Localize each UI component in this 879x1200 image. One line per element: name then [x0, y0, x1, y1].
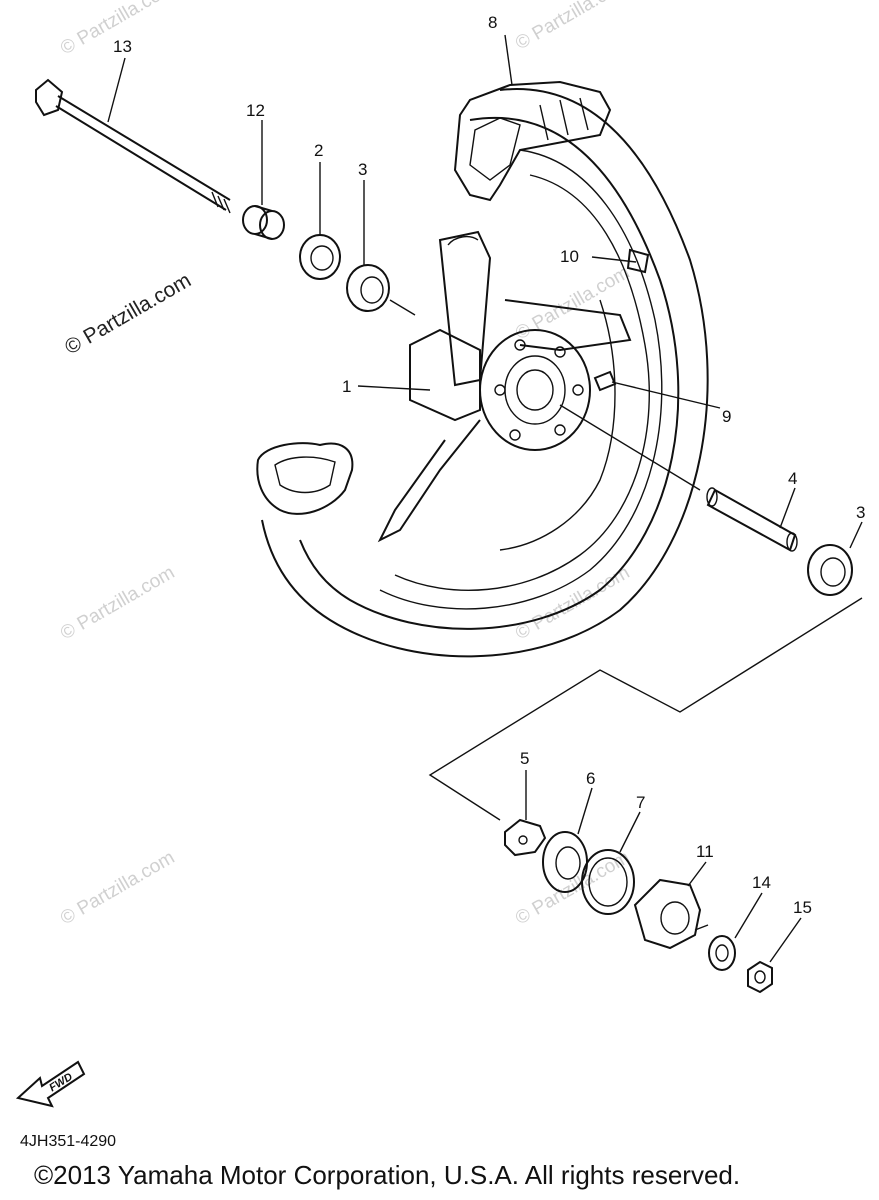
callout-numbers: 13 12 2 3 8 10 1 9 4 3 5 6 7 11 14 15	[113, 13, 865, 917]
nut	[747, 960, 773, 994]
oil-seal	[299, 234, 341, 280]
washer	[708, 935, 736, 971]
callout-13: 13	[113, 37, 132, 56]
copyright-notice: ©2013 Yamaha Motor Corporation, U.S.A. A…	[34, 1160, 741, 1190]
callout-9: 9	[722, 407, 731, 426]
o-ring	[581, 849, 635, 915]
callout-3-upper: 3	[358, 160, 367, 179]
watermark: © Partzilla.com	[512, 0, 633, 54]
spacer	[559, 404, 798, 552]
collar	[242, 205, 285, 240]
callout-14: 14	[752, 873, 771, 892]
leader-lines	[107, 34, 863, 963]
callout-7: 7	[636, 793, 645, 812]
callout-8: 8	[488, 13, 497, 32]
callout-12: 12	[246, 101, 265, 120]
callout-4: 4	[788, 469, 797, 488]
callout-2: 2	[314, 141, 323, 160]
watermarks: © Partzilla.com © Partzilla.com © Partzi…	[57, 0, 633, 929]
callout-1: 1	[342, 377, 351, 396]
watermark: © Partzilla.com	[61, 269, 195, 360]
callout-3-lower: 3	[856, 503, 865, 522]
callout-6: 6	[586, 769, 595, 788]
bearing-upper	[346, 264, 416, 316]
watermark: © Partzilla.com	[57, 562, 178, 644]
fwd-arrow-icon: FWD	[15, 1060, 86, 1108]
callout-10: 10	[560, 247, 579, 266]
wheel-rim	[256, 80, 709, 658]
watermark: © Partzilla.com	[57, 847, 178, 929]
fwd-label: FWD	[47, 1071, 75, 1094]
meter-gear-unit	[633, 878, 709, 950]
axle	[35, 78, 231, 214]
callout-15: 15	[793, 898, 812, 917]
leader-bracket	[428, 597, 863, 821]
bearing-lower	[807, 544, 853, 596]
meter-clutch	[504, 818, 547, 857]
callout-11: 11	[696, 842, 714, 861]
callout-5: 5	[520, 749, 529, 768]
part-code: 4JH351-4290	[20, 1133, 117, 1150]
